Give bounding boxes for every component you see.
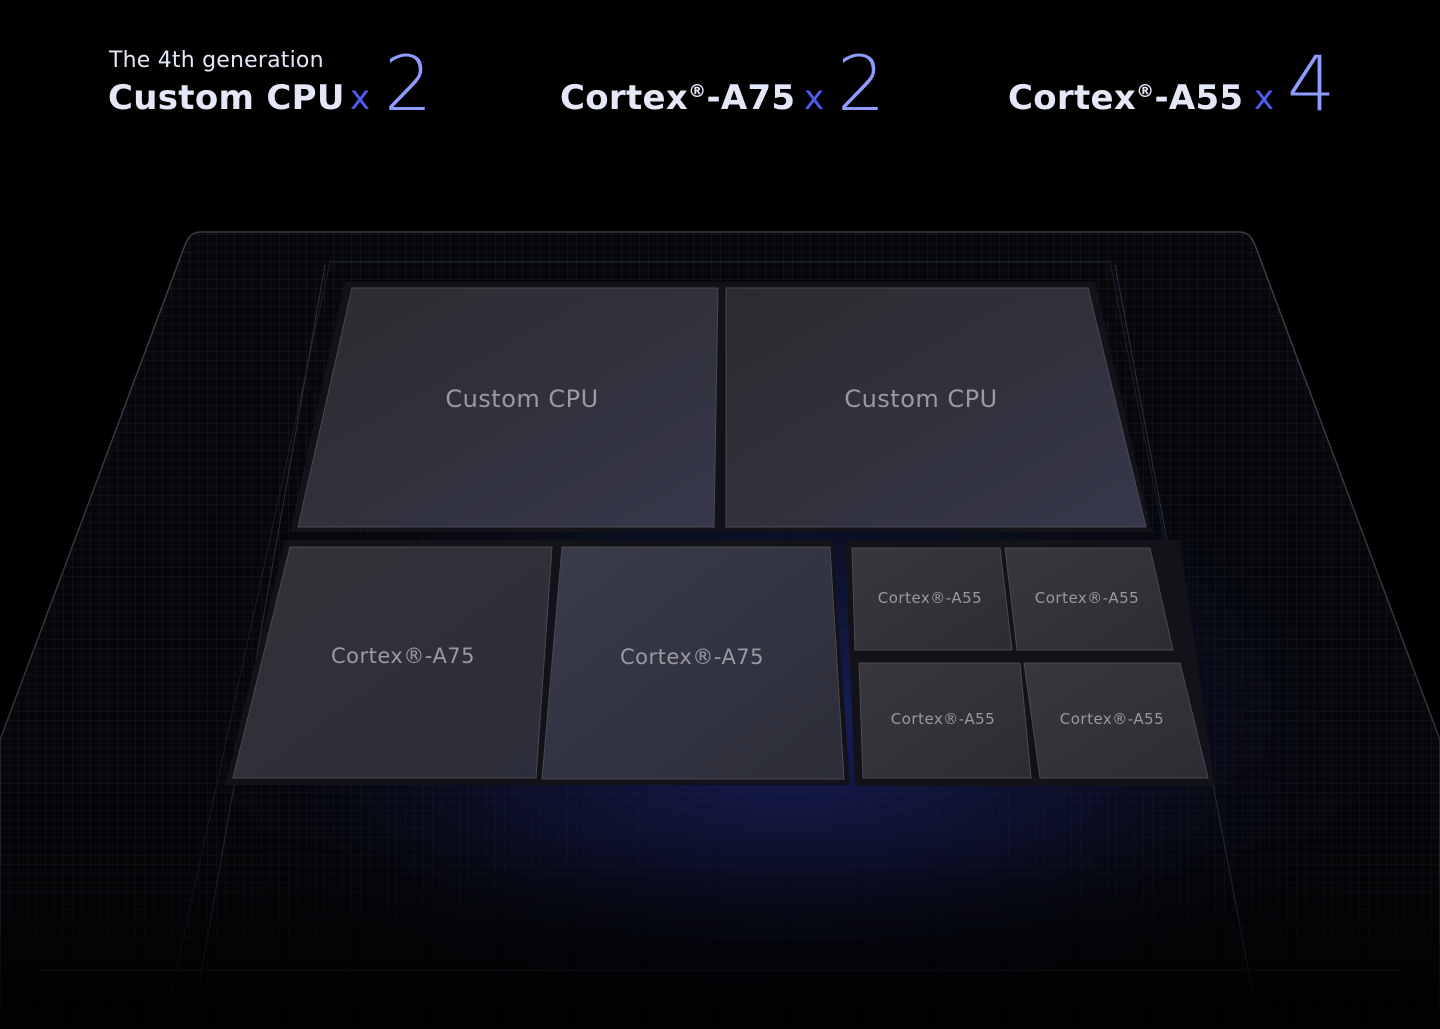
spec-name: Custom CPU — [108, 78, 345, 118]
tile-label-custom-cpu-1: Custom CPU — [445, 385, 599, 413]
tile-a75-1 — [232, 546, 553, 779]
chip-diagram: Custom CPU Custom CPU Cortex®-A75 Cortex… — [0, 200, 1440, 1029]
spec-count: 2 — [837, 39, 886, 128]
tile-a55-3 — [858, 662, 1032, 779]
spec-subtitle: The 4th generation — [109, 48, 324, 73]
tile-a55-1 — [851, 547, 1013, 651]
tile-custom-cpu-1 — [297, 287, 719, 528]
spec-count: 4 — [1287, 39, 1336, 128]
tile-label-a55-1: Cortex®-A55 — [877, 589, 983, 607]
tile-label-a55-2: Cortex®-A55 — [1034, 589, 1140, 607]
chip-board-graphic — [0, 231, 1440, 1029]
tile-label-a55-4: Cortex®-A55 — [1059, 710, 1165, 728]
tile-label-a75-2: Cortex®-A75 — [619, 645, 765, 669]
spec-name: Cortex®-A75 — [560, 78, 796, 118]
tile-label-a55-3: Cortex®-A55 — [890, 710, 996, 728]
tile-a75-2 — [541, 546, 845, 780]
spec-name: Cortex®-A55 — [1008, 78, 1244, 118]
tile-a55-2 — [1004, 547, 1174, 651]
tile-a55-4 — [1023, 662, 1209, 779]
spec-header: The 4th generation Custom CPU x 2 Cortex… — [0, 0, 1440, 150]
tile-label-custom-cpu-2: Custom CPU — [844, 385, 998, 413]
spec-multiplier: x — [804, 78, 825, 118]
tile-label-a75-1: Cortex®-A75 — [330, 644, 476, 668]
spec-multiplier: x — [1254, 78, 1275, 118]
spec-count: 2 — [384, 39, 433, 128]
spec-multiplier: x — [350, 78, 371, 118]
tile-custom-cpu-2 — [725, 287, 1147, 528]
